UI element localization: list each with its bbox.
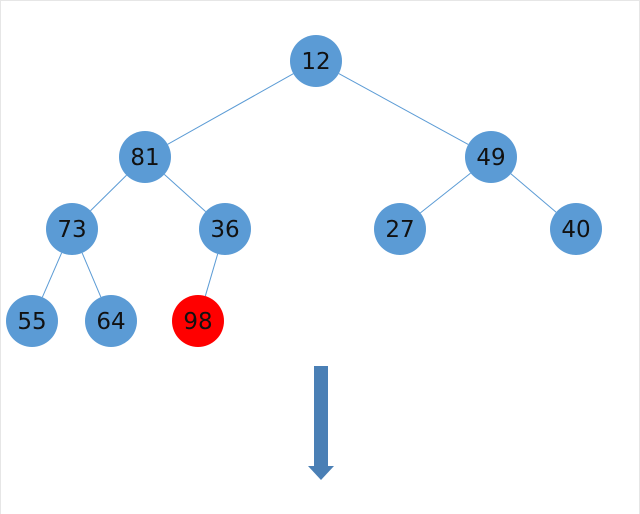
node-label: 81 <box>130 145 159 171</box>
edge-49-27 <box>420 172 471 214</box>
edge-81-73 <box>90 174 127 212</box>
tree-nodes: 12 81 49 73 36 27 40 55 64 98 <box>6 35 602 347</box>
highlighted-node-circle <box>172 295 224 347</box>
tree-node-73: 73 <box>46 203 98 255</box>
node-label: 12 <box>301 49 330 75</box>
edge-81-36 <box>163 174 207 212</box>
tree-edges <box>41 73 557 298</box>
node-circle <box>374 203 426 255</box>
node-circle <box>550 203 602 255</box>
node-circle <box>85 295 137 347</box>
tree-node-40: 40 <box>550 203 602 255</box>
tree-node-81: 81 <box>119 131 171 183</box>
tree-node-12: 12 <box>290 35 342 87</box>
edge-12-81 <box>167 73 294 145</box>
node-circle <box>465 131 517 183</box>
node-label: 40 <box>561 217 590 243</box>
node-label: 36 <box>210 217 239 243</box>
node-label: 49 <box>476 145 505 171</box>
edge-49-40 <box>510 173 557 213</box>
edge-36-98 <box>204 253 219 297</box>
tree-node-55: 55 <box>6 295 58 347</box>
edge-12-49 <box>338 73 469 145</box>
node-circle <box>46 203 98 255</box>
node-label: 64 <box>96 309 125 335</box>
tree-node-27: 27 <box>374 203 426 255</box>
tree-node-64: 64 <box>85 295 137 347</box>
node-label: 73 <box>57 217 86 243</box>
node-label: 27 <box>385 217 414 243</box>
edge-73-64 <box>81 252 102 298</box>
edge-73-55 <box>41 252 63 298</box>
tree-node-36: 36 <box>199 203 251 255</box>
node-circle <box>119 131 171 183</box>
node-circle <box>199 203 251 255</box>
down-arrow-icon <box>308 366 334 480</box>
node-circle <box>6 295 58 347</box>
tree-node-98: 98 <box>172 295 224 347</box>
node-label: 55 <box>17 309 46 335</box>
tree-node-49: 49 <box>465 131 517 183</box>
node-label: 98 <box>183 309 212 335</box>
node-circle <box>290 35 342 87</box>
